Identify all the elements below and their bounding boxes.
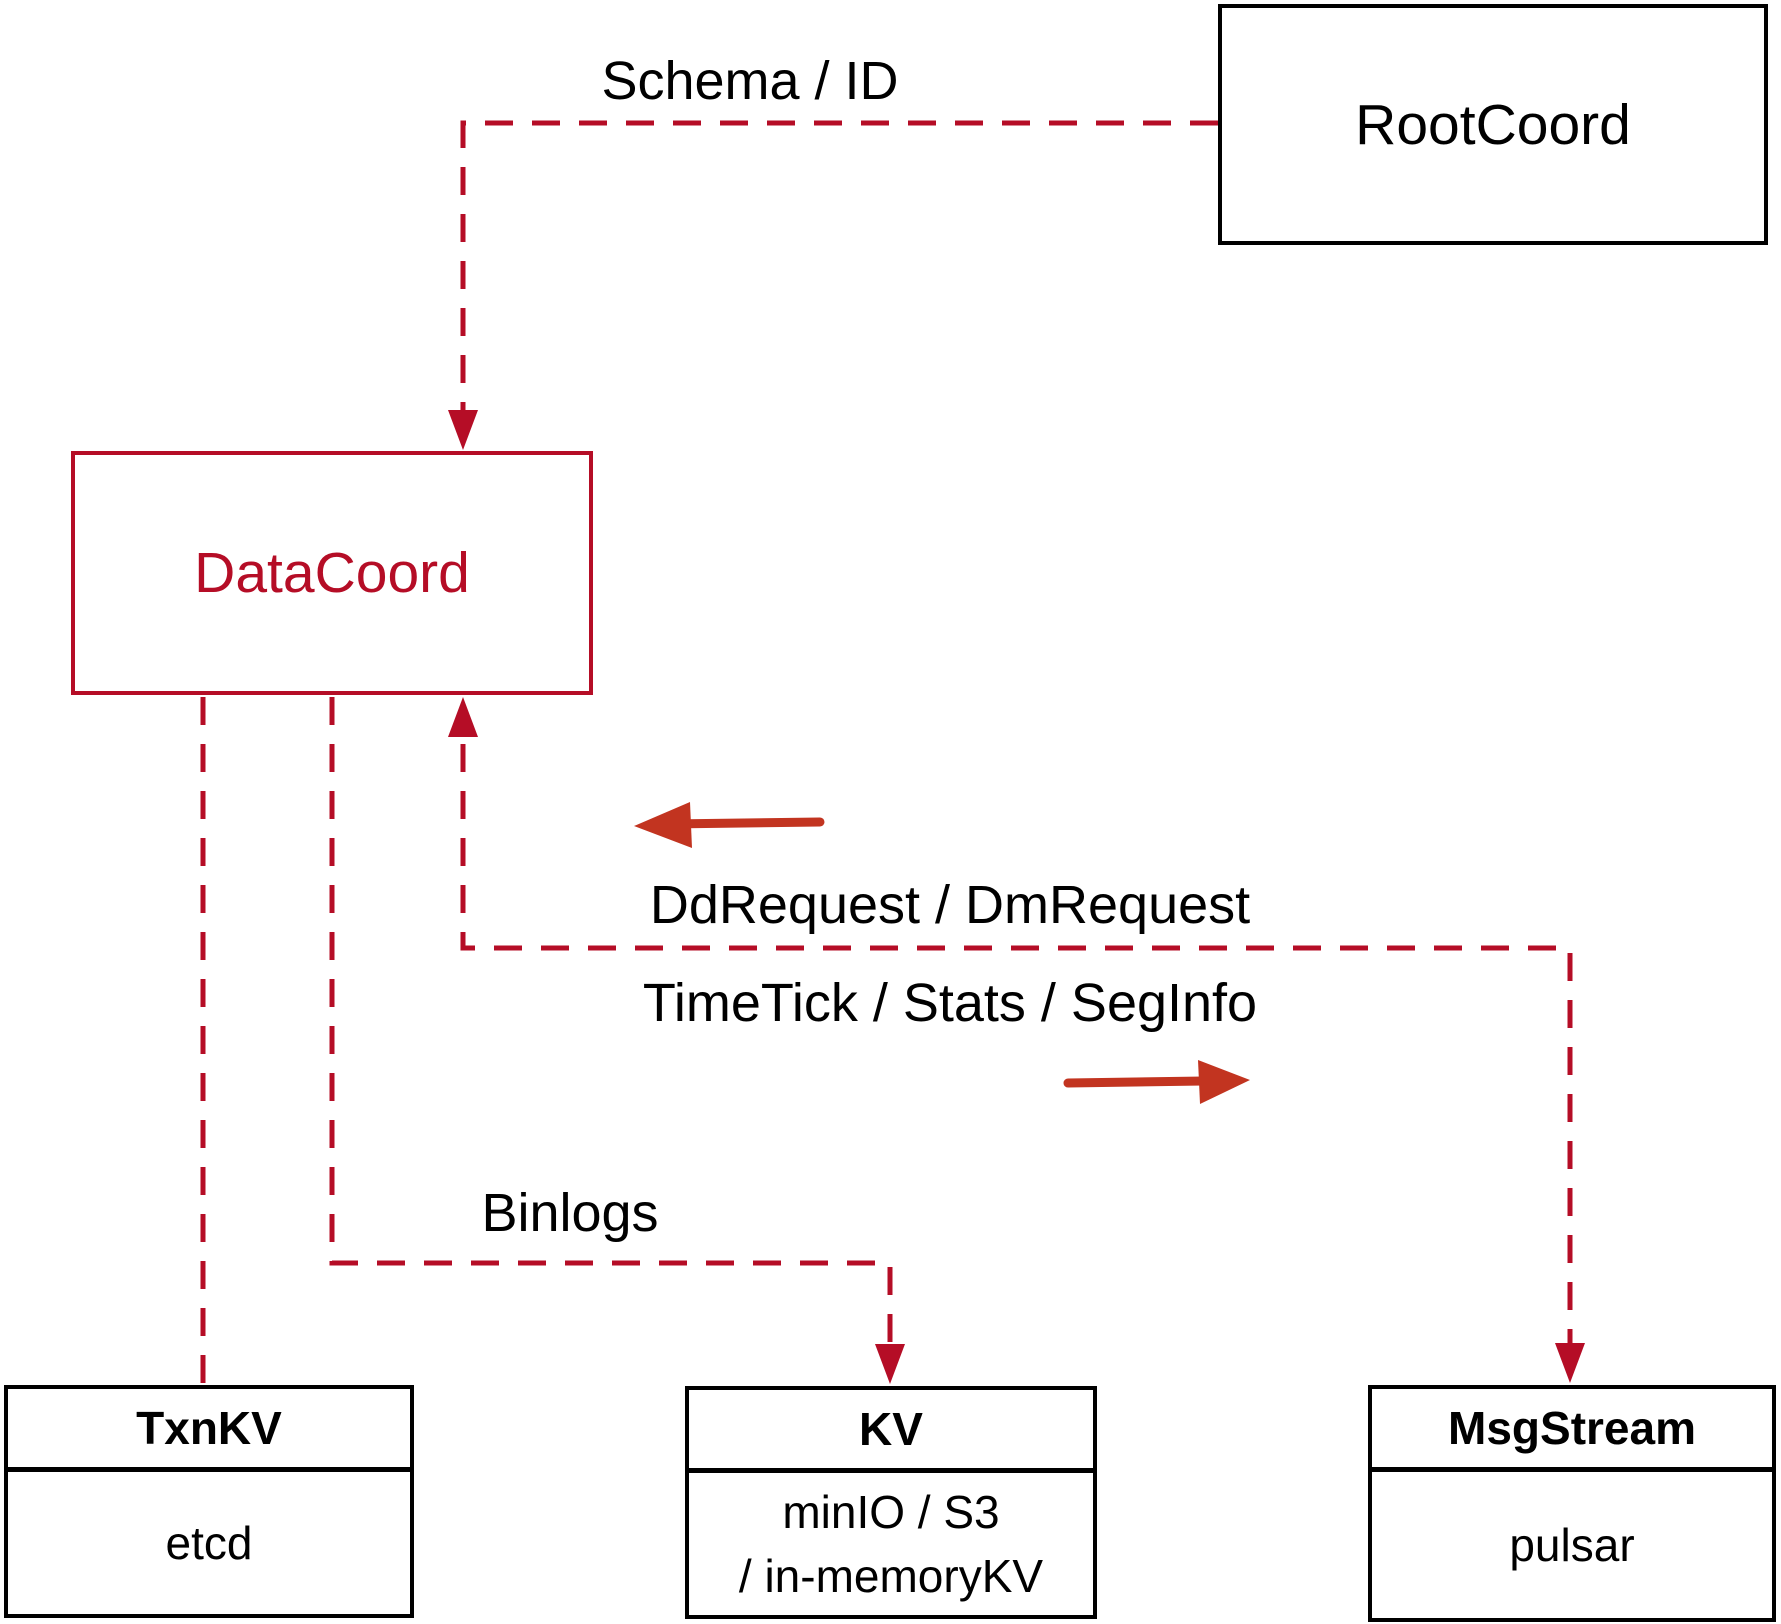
kv-title: KV (689, 1390, 1093, 1473)
node-kv: KV minIO / S3 / in-memoryKV (685, 1386, 1097, 1619)
node-msgstream: MsgStream pulsar (1368, 1385, 1776, 1622)
edge-label-timetick-stats-seginfo: TimeTick / Stats / SegInfo (642, 973, 1258, 1033)
txnkv-title: TxnKV (8, 1389, 410, 1472)
arrowhead-into-msgstream-top (1555, 1343, 1585, 1383)
right-direction-arrow (1063, 1060, 1250, 1104)
edge-label-dd-dm-request: DdRequest / DmRequest (649, 875, 1251, 935)
edge-ddrequest-msgstream-line (460, 744, 1573, 1375)
node-txnkv: TxnKV etcd (4, 1385, 414, 1618)
left-direction-arrow (634, 802, 825, 848)
edge-label-schema-id: Schema / ID (601, 51, 899, 111)
node-rootcoord: RootCoord (1218, 4, 1768, 245)
edge-label-binlogs: Binlogs (481, 1183, 659, 1243)
txnkv-impl: etcd (165, 1517, 253, 1569)
msgstream-title: MsgStream (1372, 1389, 1772, 1472)
arrowhead-into-datacoord-bottom (448, 697, 478, 737)
kv-impl: minIO / S3 / in-memoryKV (689, 1473, 1093, 1615)
datacoord-label: DataCoord (194, 541, 470, 605)
edge-schema-id-line (460, 120, 1218, 444)
node-datacoord: DataCoord (71, 451, 593, 695)
kv-impl-line1: minIO / S3 (782, 1486, 1000, 1538)
msgstream-impl: pulsar (1509, 1519, 1635, 1571)
arrowhead-into-datacoord-top (448, 410, 478, 450)
rootcoord-label: RootCoord (1355, 92, 1631, 157)
kv-impl-line2: / in-memoryKV (738, 1550, 1044, 1602)
edge-binlogs-line (329, 697, 893, 1376)
arrowhead-into-kv-top (875, 1344, 905, 1384)
